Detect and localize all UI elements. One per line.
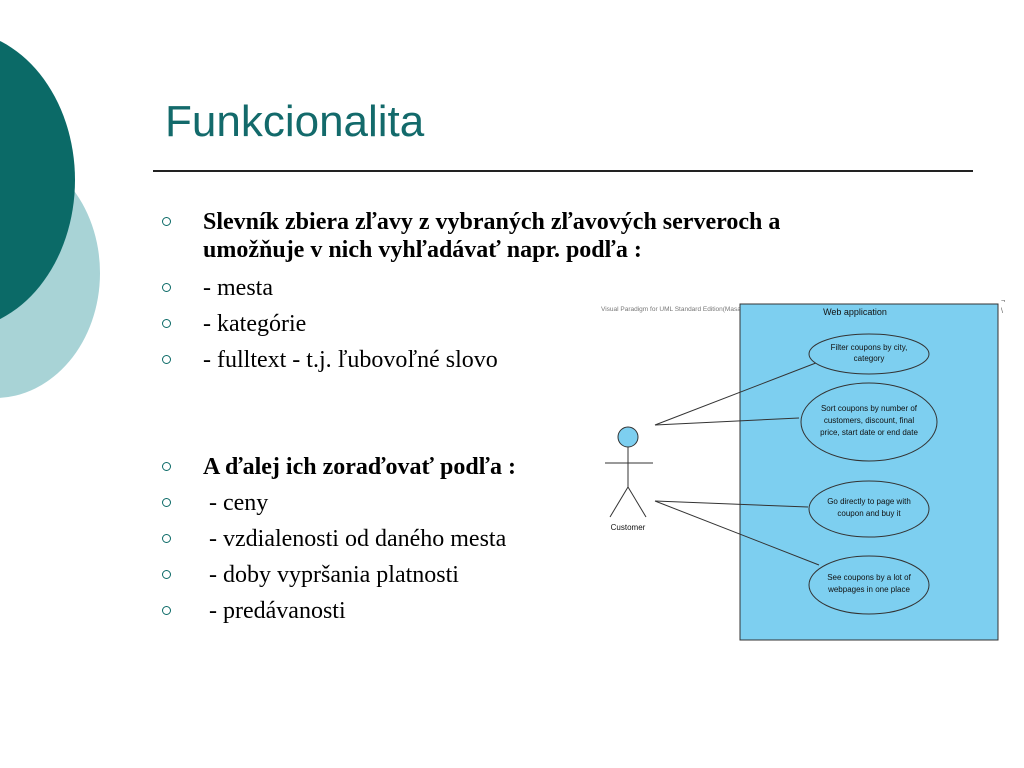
slide-title: Funkcionalita [165, 97, 425, 146]
bullet-item: A ďalej ich zoraďovať podľa : [162, 453, 942, 481]
bullet-item: - fulltext - t.j. ľubovoľné slovo [162, 346, 942, 374]
use-case-sort-line: Sort coupons by number of [821, 404, 918, 413]
diagram-watermark: Visual Paradigm for UML Standard Edition… [601, 306, 782, 313]
actor-label: Customer [611, 523, 646, 532]
bullet-item: - doby vypršania platnosti [162, 561, 942, 589]
use-case-buy-line: Go directly to page with [827, 497, 911, 506]
use-case-diagram: Visual Paradigm for UML Standard Edition… [601, 298, 1005, 641]
bullet-text: A ďalej ich zoraďovať podľa : [203, 454, 516, 480]
bullet-circle-icon [162, 462, 171, 471]
bullet-text: Slevník zbiera zľavy z vybraných zľavový… [203, 209, 781, 263]
bullet-item: - ceny [162, 489, 942, 517]
association-line [654, 417, 800, 426]
use-case-sort [800, 382, 938, 462]
bullet-text: - mesta [203, 275, 273, 301]
bullet-item: - predávanosti [162, 597, 942, 625]
bullet-text: - doby vypršania platnosti [203, 562, 459, 588]
bullet-circle-icon [162, 534, 171, 543]
bullet-item: - mesta [162, 274, 942, 302]
bullet-item: - kategórie [162, 310, 942, 338]
diagram-edge-mark: \ [1001, 308, 1003, 315]
bullet-circle-icon [162, 217, 171, 226]
use-case-aggregate [808, 555, 930, 615]
bullet-circle-icon [162, 570, 171, 579]
bullet-circle-icon [162, 283, 171, 292]
actor-leg [609, 486, 629, 518]
bullet-item: - vzdialenosti od daného mesta [162, 525, 942, 553]
actor-head-icon [617, 426, 639, 448]
bullet-text: - predávanosti [203, 598, 346, 624]
actor-leg [627, 486, 647, 518]
use-case-filter-line: category [854, 354, 885, 363]
system-label: Web application [823, 307, 887, 317]
bullet-circle-icon [162, 498, 171, 507]
use-case-filter-line: Filter coupons by city, [831, 343, 908, 352]
use-case-aggregate-line: webpages in one place [827, 585, 910, 594]
use-case-sort-line: customers, discount, final [824, 416, 914, 425]
association-line [654, 360, 822, 426]
association-line [654, 500, 820, 566]
bullet-circle-icon [162, 606, 171, 615]
bullet-text: - vzdialenosti od daného mesta [203, 526, 507, 552]
bullet-text: - kategórie [203, 311, 307, 337]
diagram-edge-mark: ¬ [1001, 298, 1005, 305]
bullet-text: - fulltext - t.j. ľubovoľné slovo [203, 347, 498, 373]
use-case-buy [808, 480, 930, 538]
bullet-circle-icon [162, 319, 171, 328]
association-line [654, 500, 809, 508]
use-case-buy-line: coupon and buy it [837, 509, 901, 518]
use-case-filter [808, 333, 930, 375]
use-case-aggregate-line: See coupons by a lot of [827, 573, 911, 582]
bullet-text: - ceny [203, 490, 269, 516]
use-case-sort-line: price, start date or end date [820, 428, 918, 437]
bullet-circle-icon [162, 355, 171, 364]
bullet-item: Slevník zbiera zľavy z vybraných zľavový… [162, 208, 942, 264]
title-divider [153, 170, 973, 172]
